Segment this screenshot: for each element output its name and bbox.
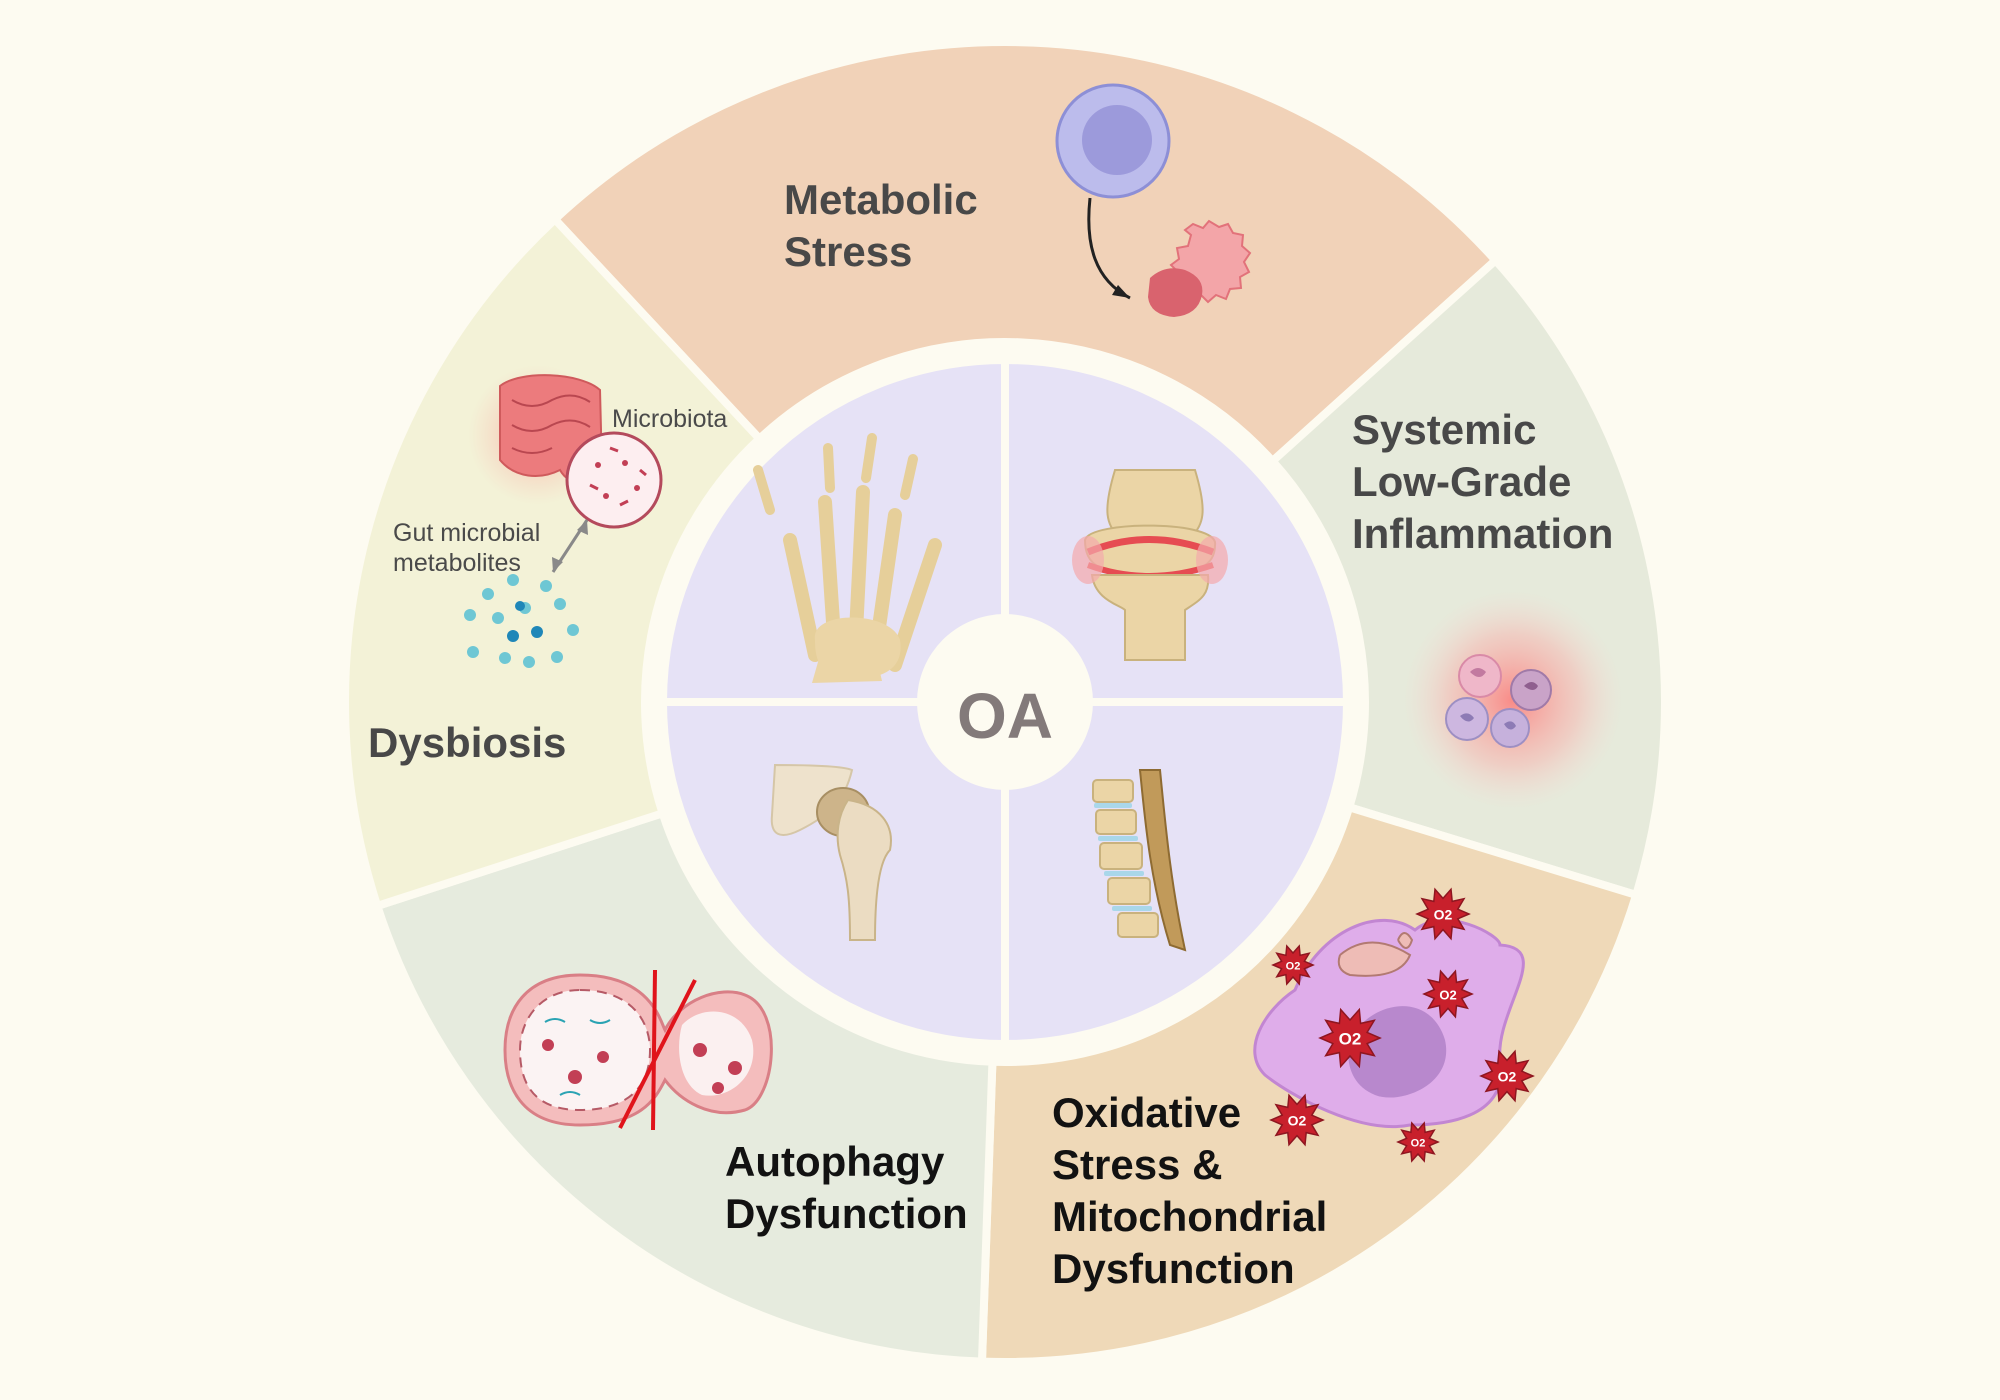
oxygen-radical-icon [1318,1007,1382,1069]
knee-joint-illustration [1072,469,1228,661]
oxygen-symbol: O2 [1286,960,1301,972]
spine-joint-quadrant [658,698,1009,1049]
metabolites-label-line-1: Gut microbial [393,519,540,547]
metabolic-cells-illustration [1055,83,1252,317]
gut-microbiota-illustration [464,365,663,668]
joint-quadrants [658,355,1352,1049]
hip-joint-illustration [770,763,892,941]
oxygen-radical-icon [1396,1121,1440,1163]
oxygen-radical-icon [1269,1093,1325,1147]
autophagy-illustration [503,969,773,1131]
microbiota-label: Microbiota [612,405,727,433]
metabolic-label-line: Metabolic [784,176,978,223]
oxygen-symbol: O2 [1498,1069,1517,1085]
autophagy-label-line: Autophagy [725,1138,945,1185]
metabolic-label-line: Stress [784,228,912,275]
metabolic-segment [549,38,1502,467]
center-circle [917,614,1093,790]
systemic-label-line: Low-Grade [1352,458,1571,505]
oxygen-symbol: O2 [1411,1137,1426,1149]
oxygen-symbol: O2 [1439,987,1456,1002]
center-label: OA [957,680,1053,752]
oxygen-symbol: O2 [1288,1113,1307,1129]
oxygen-symbol: O2 [1434,907,1453,923]
oxygen-radical-icon [1415,887,1471,941]
metabolites-label-line-2: metabolites [393,549,521,577]
dysbiosis-segment [341,213,766,911]
hip-joint-quadrant [1001,698,1352,1049]
oxygen-radical-icon [1479,1049,1535,1103]
systemic-label-line: Systemic [1352,406,1536,453]
oxidative-label-line: Dysfunction [1052,1245,1295,1292]
oxidative-label-line: Stress & [1052,1141,1222,1188]
oxygen-radical-icon [1271,944,1315,986]
systemic-label-line: Inflammation [1352,510,1613,557]
oxidative-label-line: Oxidative [1052,1089,1241,1136]
hand-joint-illustration [753,433,942,683]
oxygen-symbol: O2 [1339,1030,1362,1049]
autophagy-label-line: Dysfunction [725,1190,968,1237]
oxygen-radical-icon [1422,969,1474,1019]
inflammation-cells-illustration [1403,590,1623,810]
segment-labels: MetabolicStressSystemicLow-GradeInflamma… [368,176,1613,1292]
oxidative-label-line: Mitochondrial [1052,1193,1327,1240]
spine-joint-illustration [1092,769,1187,952]
dysbiosis-label-line: Dysbiosis [368,719,566,766]
hand-joint-quadrant [658,355,1009,706]
